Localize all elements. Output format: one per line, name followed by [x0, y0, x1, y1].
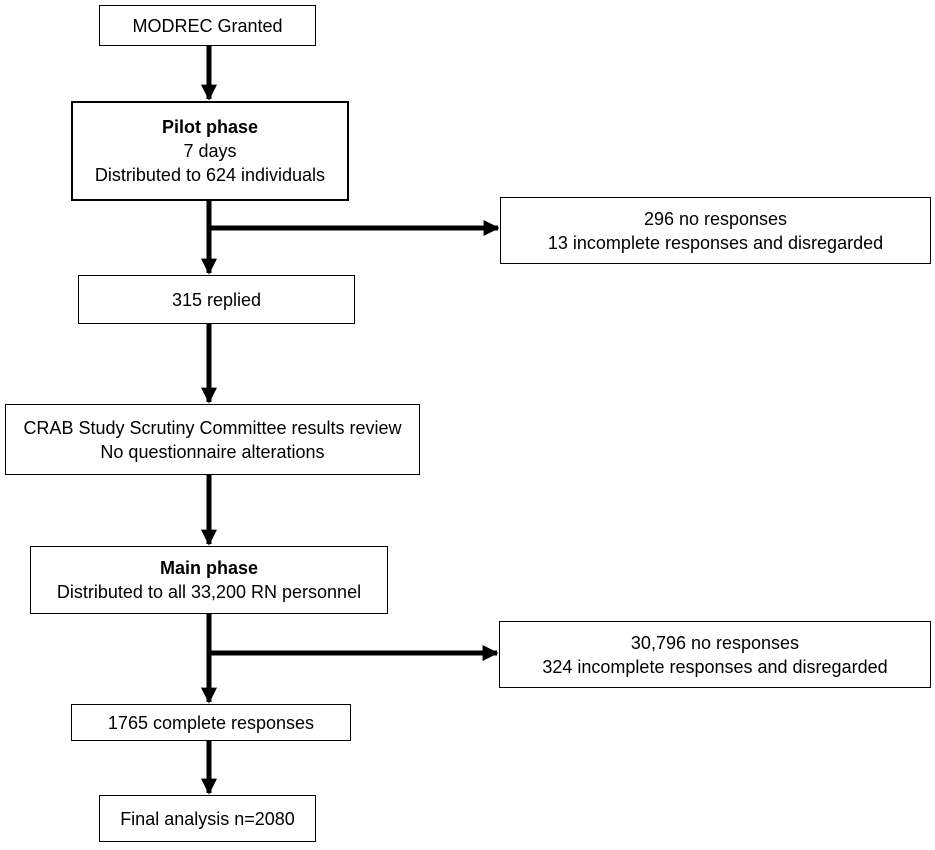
replied-label: 315 replied: [171, 289, 262, 310]
main-phase-title: Main phase: [159, 558, 259, 578]
main-phase-box: Main phase Distributed to all 33,200 RN …: [30, 546, 388, 614]
review-box: CRAB Study Scrutiny Committee results re…: [5, 404, 420, 475]
pilot-incomplete-responses: 13 incomplete responses and disregarded: [547, 232, 884, 253]
final-analysis-label: Final analysis n=2080: [120, 808, 295, 829]
modrec-label: MODREC Granted: [132, 15, 283, 36]
pilot-phase-duration: 7 days: [183, 141, 237, 161]
complete-responses-label: 1765 complete responses: [107, 712, 315, 733]
pilot-phase-title: Pilot phase: [161, 117, 259, 137]
main-excluded-box: 30,796 no responses 324 incomplete respo…: [499, 621, 931, 688]
pilot-excluded-box: 296 no responses 13 incomplete responses…: [500, 197, 931, 264]
main-phase-distribution: Distributed to all 33,200 RN personnel: [56, 582, 362, 602]
complete-responses-box: 1765 complete responses: [71, 704, 351, 741]
pilot-no-responses: 296 no responses: [643, 208, 788, 229]
replied-box: 315 replied: [78, 275, 355, 324]
final-analysis-box: Final analysis n=2080: [99, 795, 316, 842]
main-incomplete-responses: 324 incomplete responses and disregarded: [542, 656, 888, 677]
modrec-box: MODREC Granted: [99, 5, 316, 46]
pilot-phase-box: Pilot phase 7 days Distributed to 624 in…: [71, 101, 349, 201]
main-no-responses: 30,796 no responses: [630, 632, 800, 653]
pilot-phase-distribution: Distributed to 624 individuals: [94, 165, 326, 185]
review-line-2: No questionnaire alterations: [100, 441, 325, 462]
review-line-1: CRAB Study Scrutiny Committee results re…: [23, 417, 402, 438]
